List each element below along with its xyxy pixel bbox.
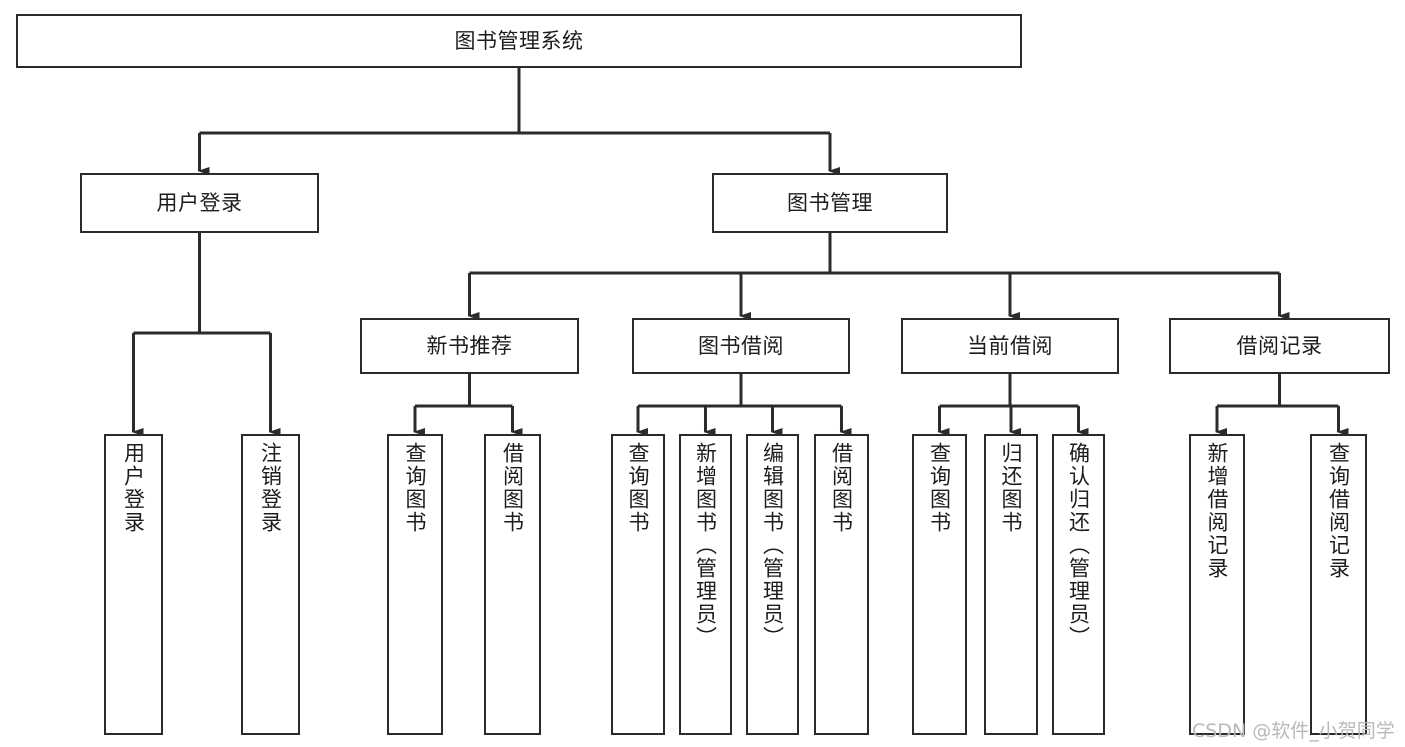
node-label: 归还图书 <box>999 442 1024 534</box>
node-label: 新增借阅记录 <box>1205 442 1230 580</box>
node-new-book-recommend[interactable]: 新书推荐 <box>360 318 579 374</box>
node-leaf-confirm-return-admin[interactable]: 确认归还（管理员） <box>1052 434 1105 735</box>
node-leaf-add-book-admin[interactable]: 新增图书（管理员） <box>679 434 732 735</box>
node-label: 注销登录 <box>258 442 283 534</box>
node-label: 编辑图书（管理员） <box>760 442 785 649</box>
node-label: 确认归还（管理员） <box>1066 442 1091 649</box>
node-user-login[interactable]: 用户登录 <box>80 173 319 233</box>
node-leaf-logout[interactable]: 注销登录 <box>241 434 300 735</box>
node-borrow-record[interactable]: 借阅记录 <box>1169 318 1390 374</box>
node-label: 用户登录 <box>121 442 146 534</box>
connector-lines <box>131 68 1349 436</box>
node-leaf-add-borrow-record[interactable]: 新增借阅记录 <box>1189 434 1245 735</box>
node-leaf-query-book-borrow[interactable]: 查询图书 <box>611 434 665 735</box>
node-book-management[interactable]: 图书管理 <box>712 173 948 233</box>
node-label: 图书管理 <box>787 190 873 215</box>
node-label: 查询图书 <box>626 442 651 534</box>
node-label: 借阅图书 <box>500 442 525 534</box>
node-leaf-query-borrow-record[interactable]: 查询借阅记录 <box>1310 434 1367 735</box>
node-label: 借阅记录 <box>1236 333 1323 358</box>
node-leaf-query-book-recommend[interactable]: 查询图书 <box>387 434 443 735</box>
node-root[interactable]: 图书管理系统 <box>16 14 1022 68</box>
node-leaf-edit-book-admin[interactable]: 编辑图书（管理员） <box>746 434 799 735</box>
node-leaf-user-login[interactable]: 用户登录 <box>104 434 163 735</box>
node-current-borrow[interactable]: 当前借阅 <box>901 318 1119 374</box>
node-label: 查询借阅记录 <box>1326 442 1351 580</box>
node-label: 查询图书 <box>403 442 428 534</box>
node-leaf-return-book[interactable]: 归还图书 <box>984 434 1038 735</box>
node-label: 新增图书（管理员） <box>693 442 718 649</box>
node-book-borrow[interactable]: 图书借阅 <box>632 318 850 374</box>
node-leaf-query-book-current[interactable]: 查询图书 <box>912 434 967 735</box>
node-label: 查询图书 <box>927 442 952 534</box>
node-label: 图书借阅 <box>698 333 784 358</box>
node-leaf-borrow-book-recommend[interactable]: 借阅图书 <box>484 434 541 735</box>
node-label: 图书管理系统 <box>454 28 584 53</box>
node-leaf-borrow-book[interactable]: 借阅图书 <box>814 434 869 735</box>
node-label: 当前借阅 <box>967 333 1053 358</box>
node-label: 新书推荐 <box>426 333 513 358</box>
node-label: 用户登录 <box>156 190 243 215</box>
node-label: 借阅图书 <box>829 442 854 534</box>
